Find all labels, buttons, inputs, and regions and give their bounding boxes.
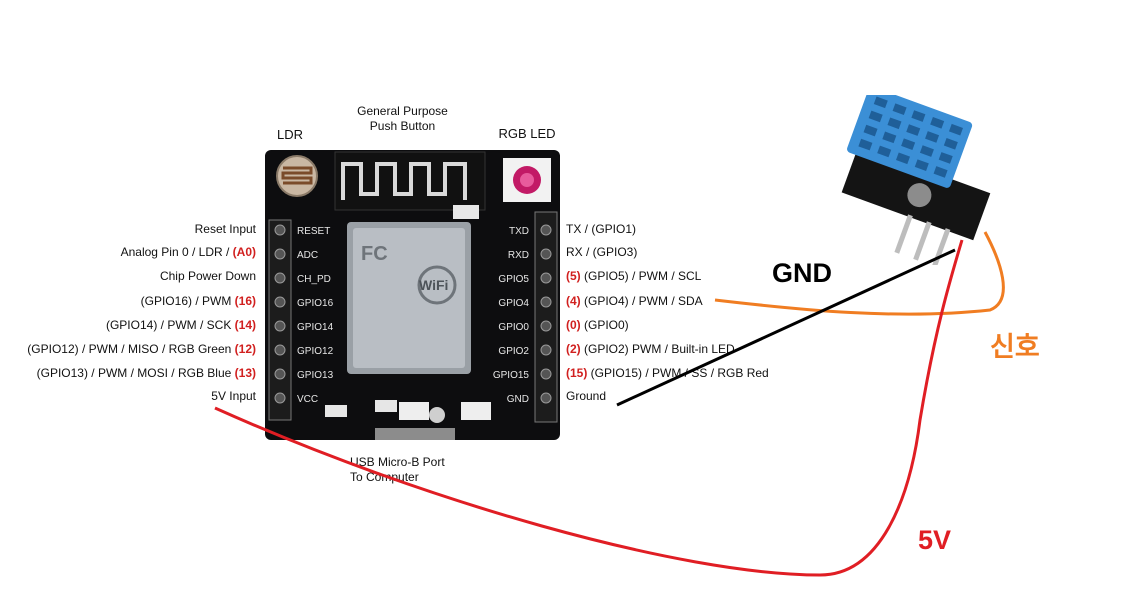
- sensor-vents: [858, 96, 963, 178]
- pin-description: 5V Input: [211, 389, 256, 403]
- pin-description: (GPIO14) / PWM / SCK: [105, 318, 235, 332]
- silkscreen-label: GPIO14: [297, 322, 334, 333]
- pin-number: (2): [566, 342, 581, 356]
- pin-number: (15): [566, 366, 588, 380]
- dht-sensor-module: [841, 95, 991, 265]
- pin-description: Chip Power Down: [159, 269, 256, 283]
- header-pin: [540, 368, 552, 380]
- header-pin: [540, 320, 552, 332]
- usb-port-label-line1: USB Micro-B Port: [350, 455, 445, 469]
- esp-module: WiFi FC: [347, 222, 471, 374]
- pin-description: (GPIO16) / PWM: [140, 294, 235, 308]
- wifi-antenna-icon: [334, 151, 486, 211]
- rgb-led-label: RGB LED: [498, 126, 556, 141]
- silkscreen-label: TXD: [509, 226, 529, 237]
- gnd-label: GND: [772, 258, 832, 288]
- pin-number: (16): [234, 294, 256, 308]
- header-pin: [274, 392, 286, 404]
- pin-description: (GPIO5) / PWM / SCL: [580, 269, 702, 283]
- left-pin-label: Chip Power Down: [160, 269, 256, 283]
- silkscreen-label: CH_PD: [297, 274, 331, 285]
- left-pin-label: (GPIO14) / PWM / SCK (14): [106, 318, 256, 332]
- pin-number: (13): [234, 366, 256, 380]
- svg-text:FC: FC: [361, 243, 388, 265]
- gnd-wire: [616, 248, 956, 407]
- signal-label: 신호: [990, 332, 1040, 362]
- silkscreen-label: GPIO5: [498, 274, 529, 285]
- header-pin: [540, 392, 552, 404]
- silkscreen-label: GPIO15: [493, 370, 530, 381]
- header-pin: [274, 248, 286, 260]
- header-pin: [540, 224, 552, 236]
- header-pin: [274, 224, 286, 236]
- rgb-led-icon: [503, 158, 551, 202]
- push-button-label-line2: Push Button: [369, 119, 436, 133]
- pin-description: (GPIO13) / PWM / MOSI / RGB Blue: [36, 366, 235, 380]
- silkscreen-label: VCC: [297, 394, 318, 405]
- right-pin-label: (15) (GPIO15) / PWM / SS / RGB Red: [566, 366, 769, 380]
- silkscreen-label: GPIO2: [498, 346, 529, 357]
- header-pin: [540, 296, 552, 308]
- left-pin-label: Analog Pin 0 / LDR / (A0): [121, 245, 256, 259]
- pin-description: TX / (GPIO1): [566, 222, 637, 236]
- silkscreen-label: RXD: [508, 250, 529, 261]
- left-pin-label: 5V Input: [211, 389, 256, 403]
- pin-number: (0): [566, 318, 581, 332]
- vcc-wire: [214, 239, 964, 577]
- header-pin: [274, 320, 286, 332]
- pin-description: (GPIO15) / PWM / SS / RGB Red: [587, 366, 769, 380]
- header-pin: [540, 344, 552, 356]
- right-pin-label: TX / (GPIO1): [566, 222, 636, 236]
- pin-number: (12): [234, 342, 256, 356]
- push-button-label: General Purpose Push Button: [335, 104, 470, 134]
- vcc-label: 5V: [918, 525, 952, 555]
- silkscreen-label: GPIO16: [297, 298, 334, 309]
- pin-description: Ground: [566, 389, 607, 403]
- wifi-logo-text: WiFi: [419, 277, 448, 293]
- header-pin: [274, 272, 286, 284]
- header-pin: [540, 272, 552, 284]
- silkscreen-label: RESET: [297, 226, 330, 237]
- pin-description: Analog Pin 0 / LDR /: [120, 245, 233, 259]
- push-button-label-line1: General Purpose: [357, 104, 448, 118]
- ldr-sensor-icon: [276, 155, 318, 197]
- right-pin-label: (2) (GPIO2) PWM / Built-in LED: [566, 342, 735, 356]
- silkscreen-label: GPIO0: [498, 322, 529, 333]
- header-pin: [274, 344, 286, 356]
- pin-description: (GPIO2) PWM / Built-in LED: [580, 342, 735, 356]
- left-pin-label: (GPIO13) / PWM / MOSI / RGB Blue (13): [37, 366, 256, 380]
- right-pin-label: (5) (GPIO5) / PWM / SCL: [566, 269, 701, 283]
- pin-number: (4): [566, 294, 581, 308]
- pin-number: (14): [234, 318, 256, 332]
- left-pin-label: Reset Input: [195, 222, 256, 236]
- ldr-label: LDR: [276, 127, 303, 142]
- pin-description: Reset Input: [194, 222, 256, 236]
- right-pin-label: (0) (GPIO0): [566, 318, 629, 332]
- pin-description: (GPIO0): [580, 318, 629, 332]
- pin-number: (A0): [232, 245, 256, 259]
- pin-number: (5): [566, 269, 581, 283]
- silkscreen-label: GPIO13: [297, 370, 334, 381]
- signal-wire: [714, 231, 1005, 316]
- left-pin-label: (GPIO16) / PWM (16): [141, 294, 256, 308]
- silkscreen-label: GPIO4: [498, 298, 529, 309]
- right-pin-label: RX / (GPIO3): [566, 245, 637, 259]
- pin-description: RX / (GPIO3): [566, 245, 638, 259]
- left-pin-label: (GPIO12) / PWM / MISO / RGB Green (12): [27, 342, 256, 356]
- header-pin: [274, 368, 286, 380]
- silkscreen-label: GPIO12: [297, 346, 334, 357]
- esp-board: RESET ADC CH_PD GPIO16GPIO14GPIO12GPIO13VCC…: [265, 150, 560, 440]
- right-pin-label: Ground: [566, 389, 606, 403]
- pin-description: (GPIO12) / PWM / MISO / RGB Green: [27, 342, 235, 356]
- header-pin: [274, 296, 286, 308]
- right-pin-label: (4) (GPIO4) / PWM / SDA: [566, 294, 703, 308]
- silkscreen-label: GND: [507, 394, 529, 405]
- silkscreen-label: ADC: [297, 250, 318, 261]
- header-pin: [540, 248, 552, 260]
- pin-description: (GPIO4) / PWM / SDA: [580, 294, 703, 308]
